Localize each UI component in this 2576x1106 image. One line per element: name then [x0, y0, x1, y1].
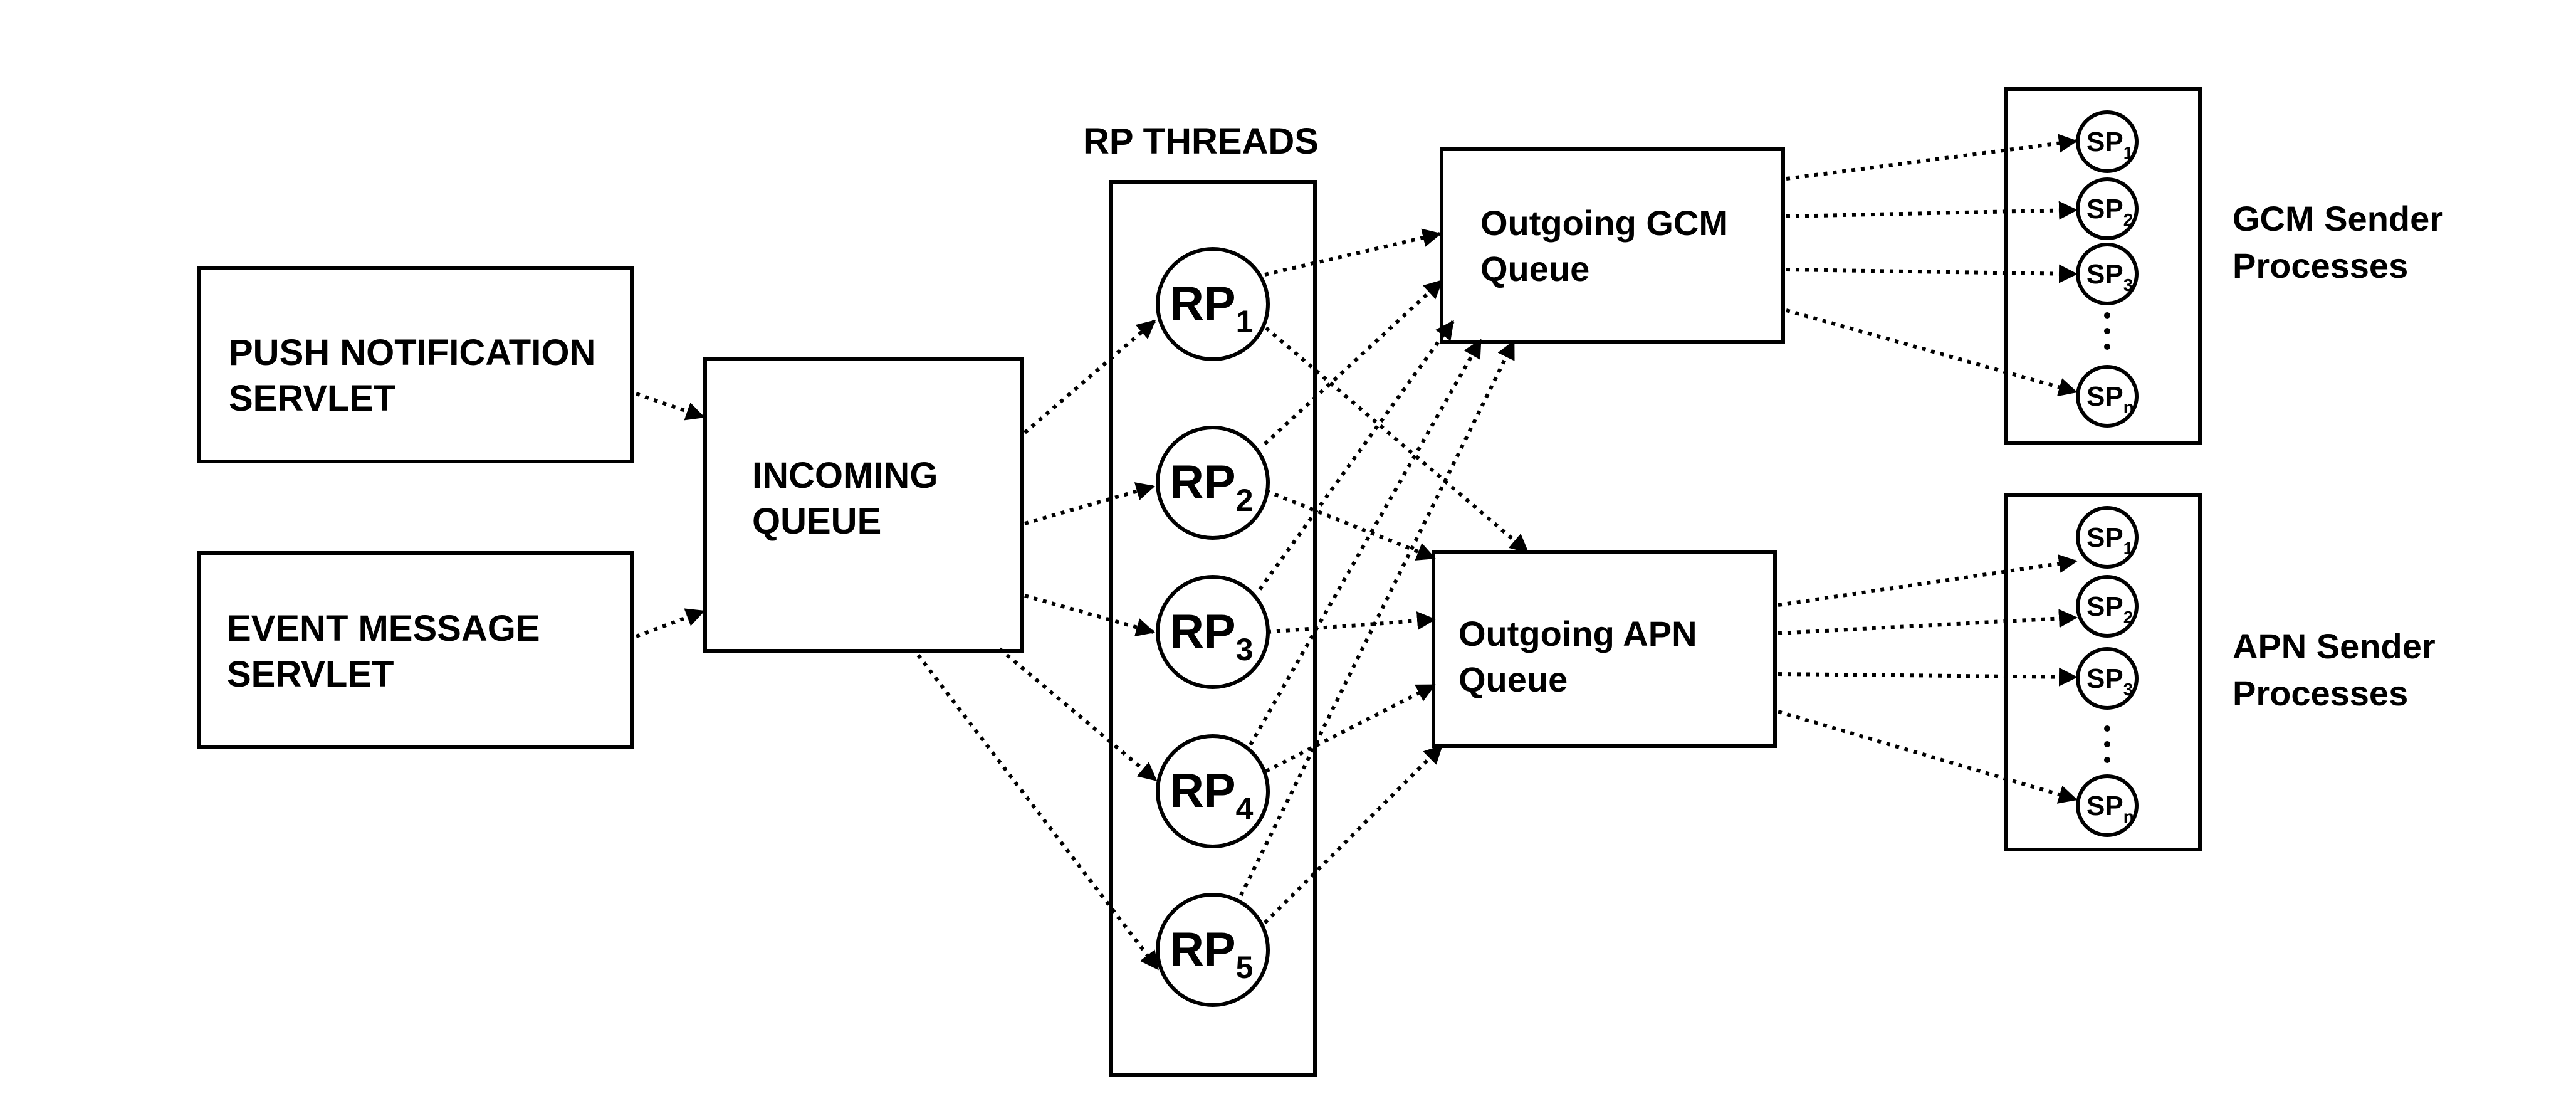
gcm-sp-node-1-label: SP1 [2086, 127, 2133, 162]
gcm-sp-node-n: SPn [2076, 365, 2139, 428]
arrow-gcm-to-sp1 [1786, 134, 2078, 181]
gcm-sp-node-2-label: SP2 [2086, 194, 2133, 229]
arrow-event-to-incoming [635, 608, 705, 638]
push-notification-servlet-line1: PUSH NOTIFICATION [229, 332, 595, 373]
outgoing-gcm-queue-line2: Queue [1480, 249, 1589, 288]
arrow-push-to-incoming [636, 392, 705, 421]
arrow-apn-to-sp1 [1778, 554, 2078, 607]
arrow-rp5-to-apn [1263, 744, 1443, 925]
arrow-incoming-to-rp4 [998, 647, 1158, 782]
arrow-rp4-to-apn [1265, 683, 1436, 773]
apn-sp-node-n: SPn [2076, 774, 2139, 837]
rp-node-2: RP2 [1156, 426, 1270, 540]
rp-node-4: RP4 [1156, 734, 1270, 848]
arrow-rp2-to-gcm [1263, 279, 1443, 446]
arrow-incoming-to-rp3 [1024, 594, 1155, 637]
rp-node-3-label: RP3 [1170, 605, 1253, 667]
arrow-rp3-to-gcm [1258, 320, 1455, 591]
event-message-servlet-box: EVENT MESSAGE SERVLET [197, 551, 634, 749]
gcm-ellipsis [2104, 312, 2110, 350]
gcm-senders-label-line2: Processes [2233, 246, 2408, 285]
outgoing-apn-queue-line1: Outgoing APN [1458, 614, 1697, 653]
event-message-servlet-line2: SERVLET [227, 654, 394, 695]
apn-sp-node-3-label: SP3 [2086, 663, 2133, 699]
rp-node-5: RP5 [1156, 893, 1270, 1007]
arrow-rp2-to-apn [1265, 489, 1436, 561]
outgoing-gcm-queue-line1: Outgoing GCM [1480, 203, 1728, 243]
apn-sp-node-n-label: SPn [2086, 791, 2134, 826]
arrow-incoming-to-rp1 [1024, 319, 1156, 434]
arrow-gcm-to-sp2 [1786, 201, 2078, 220]
rp-node-5-label: RP5 [1170, 923, 1253, 985]
arrow-rp1-to-gcm [1264, 228, 1442, 276]
arrow-apn-to-sp3 [1778, 667, 2078, 687]
arrows [635, 134, 2078, 971]
outgoing-gcm-queue-box: Outgoing GCM Queue [1440, 147, 1785, 344]
rp-node-1-label: RP1 [1170, 277, 1253, 339]
arrow-rp4-to-gcm [1249, 339, 1482, 746]
rp-threads-title: RP THREADS [1083, 121, 1319, 162]
push-notification-servlet-box: PUSH NOTIFICATION SERVLET [197, 266, 634, 463]
event-message-servlet-line1: EVENT MESSAGE [227, 608, 540, 649]
rp-node-3: RP3 [1156, 575, 1270, 689]
apn-sp-node-2: SP2 [2076, 575, 2139, 638]
push-notification-servlet-line2: SERVLET [229, 378, 395, 419]
rp-node-4-label: RP4 [1170, 764, 1254, 826]
arrow-gcm-to-spn [1786, 308, 2078, 397]
rp-node-1: RP1 [1156, 247, 1270, 361]
incoming-queue-line2: QUEUE [752, 501, 881, 542]
gcm-senders-label-line1: GCM Sender [2233, 199, 2443, 238]
gcm-sp-node-1: SP1 [2076, 110, 2139, 173]
apn-sp-node-3: SP3 [2076, 647, 2139, 710]
apn-sp-node-2-label: SP2 [2086, 591, 2133, 627]
arrow-apn-to-sp2 [1778, 609, 2078, 635]
outgoing-apn-queue-line2: Queue [1458, 660, 1568, 699]
outgoing-apn-queue-box: Outgoing APN Queue [1432, 550, 1777, 748]
apn-senders-label-line1: APN Sender [2233, 626, 2436, 666]
incoming-queue-box: INCOMING QUEUE [703, 357, 1024, 653]
gcm-sp-node-n-label: SPn [2086, 381, 2134, 417]
apn-ellipsis [2104, 725, 2110, 763]
gcm-sp-node-2: SP2 [2076, 177, 2139, 240]
apn-sp-node-1: SP1 [2076, 506, 2139, 569]
incoming-queue-line1: INCOMING [752, 455, 938, 496]
apn-sp-node-1-label: SP1 [2086, 522, 2133, 558]
apn-senders-label-line2: Processes [2233, 673, 2408, 713]
arrow-rp1-to-apn [1265, 326, 1529, 554]
rp-node-2-label: RP2 [1170, 456, 1253, 518]
gcm-sp-node-3: SP3 [2076, 243, 2139, 305]
arrow-gcm-to-sp3 [1786, 264, 2078, 283]
gcm-sp-node-3-label: SP3 [2086, 259, 2133, 295]
arrow-incoming-to-rp2 [1024, 482, 1155, 525]
